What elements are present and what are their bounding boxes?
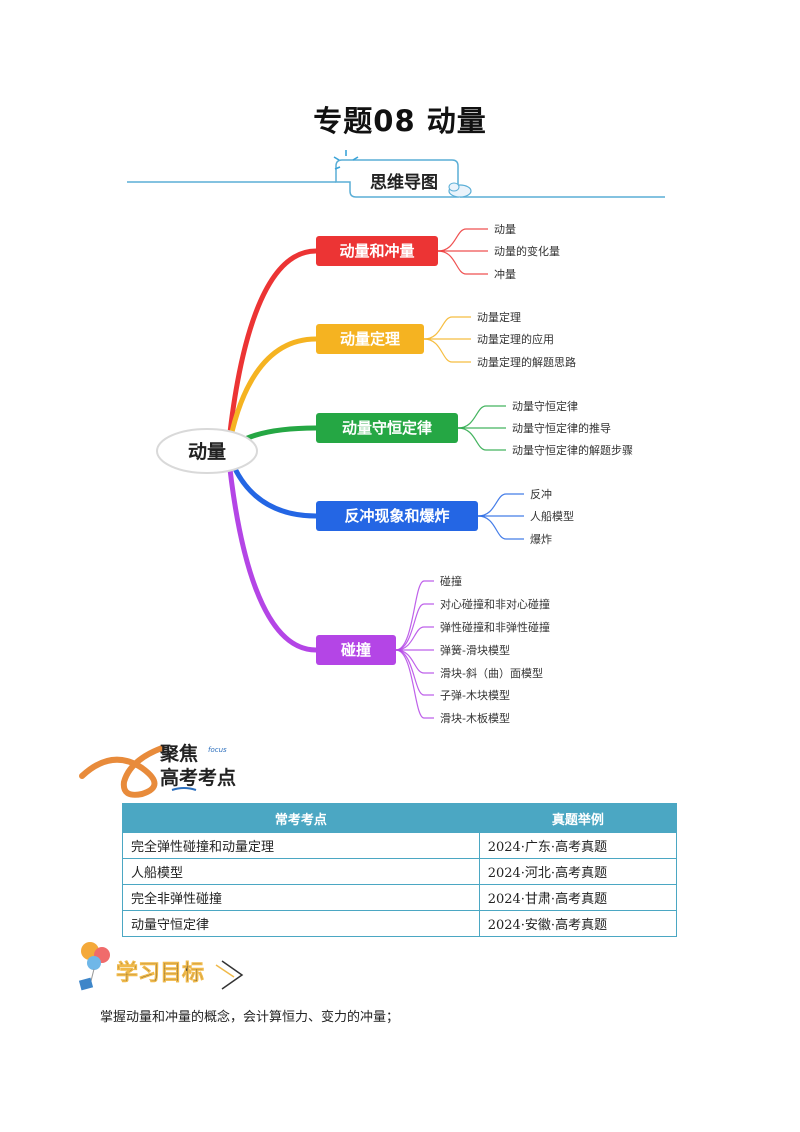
- mindmap-leaf-connector: [423, 316, 471, 340]
- mindmap-leaf-connector: [457, 405, 506, 429]
- mindmap-branch-box: [316, 413, 458, 443]
- mindmap-root: 动量: [156, 428, 258, 474]
- mindmap-leaf: 动量定理: [477, 310, 521, 324]
- table-header-examples: 真题举例: [478, 803, 678, 833]
- goal-item: 掌握动量和冲量的概念，会计算恒力、变力的冲量；: [100, 1010, 400, 1025]
- mindmap-branch-box: [316, 236, 438, 266]
- mind-map: 思维导图 动量和冲量动量动量的变化量冲量动量定理动量定理动量定理的应用动量定理的…: [127, 150, 665, 725]
- mindmap-leaf: 动量守恒定律的推导: [512, 421, 611, 435]
- mindmap-branch-label: 动量和冲量: [339, 242, 414, 260]
- mindmap-leaf: 子弹-木块模型: [440, 688, 510, 702]
- table-cell-example: 2024·甘肃·高考真题: [478, 884, 678, 911]
- mindmap-leaf: 反冲: [530, 487, 552, 501]
- mindmap-leaf: 动量守恒定律的解题步骤: [512, 443, 633, 457]
- mindmap-leaf-connector: [395, 580, 434, 651]
- mindmap-leaf: 碰撞: [440, 574, 462, 588]
- page-title: 专题08 动量: [313, 104, 487, 138]
- mindmap-root-label: 动量: [188, 441, 226, 463]
- focus-title-line2: 高考考点: [160, 766, 236, 789]
- mindmap-leaf-connector: [457, 427, 506, 451]
- mindmap-branch: 反冲现象和爆炸: [316, 501, 478, 531]
- mindmap-leaf-connector: [395, 649, 434, 696]
- mindmap-branch-box: [316, 324, 424, 354]
- table-cell-example: 2024·安徽·高考真题: [478, 910, 678, 937]
- mindmap-leaf-connector: [437, 228, 488, 252]
- mindmap-leaf-connector: [395, 626, 434, 651]
- mindmap-leaf: 滑块-木板模型: [440, 711, 510, 725]
- table-cell-point: 人船模型: [122, 858, 480, 885]
- mindmap-branch-label: 碰撞: [341, 641, 371, 659]
- table-header-points: 常考考点: [122, 803, 480, 833]
- mindmap-branch: 动量定理: [316, 324, 424, 354]
- mindmap-leaf-connector: [395, 603, 434, 651]
- cloud-icon: [448, 182, 472, 198]
- table-cell-example: 2024·广东·高考真题: [478, 832, 678, 859]
- mindmap-leaf: 动量的变化量: [494, 244, 560, 258]
- mindmap-branch-box: [316, 501, 478, 531]
- mindmap-branch-label: 反冲现象和爆炸: [344, 507, 449, 525]
- table-cell-example: 2024·河北·高考真题: [478, 858, 678, 885]
- mindmap-branch-box: [316, 635, 396, 665]
- mindmap-leaf: 人船模型: [530, 509, 574, 523]
- mindmap-leaf: 动量定理的应用: [477, 332, 554, 346]
- mindmap-leaf-connector: [423, 338, 471, 363]
- mindmap-leaf-connector: [395, 649, 434, 719]
- sparkle-icon: [333, 150, 359, 170]
- mindmap-leaf: 动量定理的解题思路: [477, 355, 576, 369]
- swirl-icon: [79, 745, 165, 798]
- mindmap-banner-text: 思维导图: [370, 172, 438, 193]
- mindmap-branch-label: 动量定理: [340, 330, 400, 348]
- focus-title-line1: 聚焦: [159, 742, 198, 765]
- mindmap-branch-label: 动量守恒定律: [342, 419, 432, 437]
- mindmap-leaf: 对心碰撞和非对心碰撞: [440, 597, 550, 611]
- focus-tag: focus: [208, 746, 227, 754]
- mindmap-leaf: 冲量: [494, 267, 516, 281]
- mindmap-leaf: 弹簧-滑块模型: [440, 643, 510, 657]
- mindmap-leaf-connector: [477, 515, 524, 540]
- table-cell-point: 动量守恒定律: [122, 910, 480, 937]
- mindmap-leaf-connector: [437, 250, 488, 275]
- goals-header: 学习目标: [78, 942, 244, 991]
- table-header-row: 常考考点 真题举例: [122, 803, 678, 833]
- table-cell-point: 完全弹性碰撞和动量定理: [122, 832, 480, 859]
- mindmap-branch: 碰撞: [316, 635, 396, 665]
- mindmap-leaf: 弹性碰撞和非弹性碰撞: [440, 620, 550, 634]
- focus-header: 聚焦 高考考点 focus: [79, 742, 236, 798]
- mindmap-leaf: 动量: [494, 223, 516, 236]
- mindmap-leaf: 爆炸: [530, 532, 552, 546]
- mindmap-connector: [225, 448, 319, 653]
- goals-title: 学习目标: [116, 960, 204, 986]
- mindmap-branch: 动量和冲量: [316, 236, 438, 266]
- mindmap-branch: 动量守恒定律: [316, 413, 458, 443]
- mindmap-leaf: 动量守恒定律: [512, 399, 578, 413]
- mindmap-leaf-connector: [477, 493, 524, 517]
- mindmap-root-node: [156, 428, 258, 474]
- table-cell-point: 完全非弹性碰撞: [122, 884, 480, 911]
- balloon-icon: [78, 942, 110, 991]
- mindmap-leaf: 滑块-斜（曲）面模型: [440, 666, 543, 680]
- mindmap-banner: 思维导图: [127, 150, 665, 198]
- mindmap-connector: [225, 248, 319, 454]
